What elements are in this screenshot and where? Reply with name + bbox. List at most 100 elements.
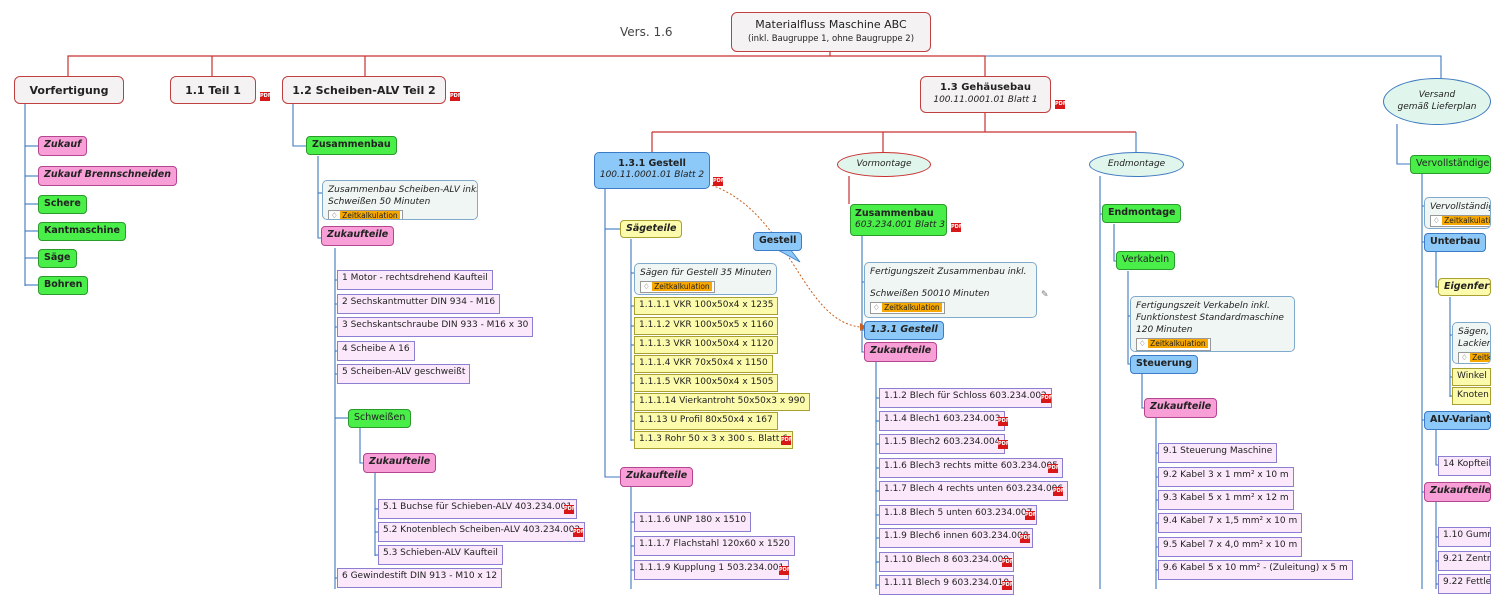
- teil2-sub-zukaufteile-node[interactable]: Zukaufteile: [363, 453, 437, 473]
- list-item[interactable]: 9.21 Zentral: [1438, 551, 1491, 571]
- list-item[interactable]: 1.1.2 Blech für Schloss 603.234.002: [879, 388, 1052, 408]
- pdf-icon[interactable]: PDF: [260, 92, 272, 101]
- list-item[interactable]: 1.1.6 Blech3 rechts mitte 603.234.005: [879, 458, 1063, 478]
- zeitkalkulation-tag[interactable]: ♢ Zeitkalkulation: [1458, 352, 1490, 363]
- list-item[interactable]: 9.1 Steuerung Maschine: [1158, 443, 1278, 463]
- pdf-icon[interactable]: PDF: [998, 417, 1010, 426]
- list-item[interactable]: 9.4 Kabel 7 x 1,5 mm² x 10 m: [1158, 513, 1303, 533]
- teil2-zukaufteile-node[interactable]: Zukaufteile: [321, 226, 395, 246]
- list-item[interactable]: 5.3 Schieben-ALV Kaufteil: [378, 545, 503, 565]
- list-item[interactable]: 1.1.1.14 Vierkantroht 50x50x3 x 990: [634, 393, 811, 411]
- pdf-icon[interactable]: PDF: [1041, 394, 1053, 403]
- vormontage-node[interactable]: Vormontage: [837, 152, 931, 177]
- list-item[interactable]: 1.1.1.3 VKR 100x50x4 x 1120: [634, 336, 779, 354]
- pdf-icon[interactable]: PDF: [713, 177, 725, 186]
- alv-variante-node[interactable]: ALV-Variante: [1424, 411, 1491, 430]
- zeitkalkulation-tag[interactable]: ♢ Zeitkalkulation: [1430, 215, 1490, 228]
- gehaeusebau-node[interactable]: 1.3 Gehäusebau 100.11.0001.01 Blatt 1: [920, 76, 1051, 113]
- list-item[interactable]: 1.10 Gumm: [1438, 527, 1491, 547]
- list-item[interactable]: 9.2 Kabel 3 x 1 mm² x 10 m: [1158, 467, 1294, 487]
- endmontage-step-node[interactable]: Endmontage: [1102, 204, 1182, 223]
- list-item[interactable]: 14 Kopfteil: [1438, 456, 1491, 476]
- list-item[interactable]: 1.1.1.5 VKR 100x50x4 x 1505: [634, 374, 779, 392]
- verkabeln-node[interactable]: Verkabeln: [1116, 251, 1176, 270]
- teil1-node[interactable]: 1.1 Teil 1: [170, 76, 256, 104]
- bohren-node[interactable]: Bohren: [38, 276, 89, 295]
- list-item[interactable]: 6 Gewindestift DIN 913 - M10 x 12: [337, 568, 503, 588]
- gestell-callout[interactable]: Gestell: [753, 232, 803, 251]
- pdf-icon[interactable]: PDF: [1020, 534, 1032, 543]
- vormontage-zukaufteile-node[interactable]: Zukaufteile: [864, 342, 938, 362]
- pdf-icon[interactable]: PDF: [779, 566, 791, 575]
- versand-zukaufteile-node[interactable]: Zukaufteile: [1424, 482, 1491, 502]
- list-item[interactable]: 9.3 Kabel 5 x 1 mm² x 12 m: [1158, 490, 1294, 510]
- root-node[interactable]: Materialfluss Maschine ABC (inkl. Baugru…: [731, 12, 931, 52]
- list-item[interactable]: 5.1 Buchse für Schieben-ALV 403.234.001: [378, 499, 578, 519]
- list-item[interactable]: 1 Motor - rechtsdrehend Kaufteil: [337, 270, 493, 290]
- gestell-node[interactable]: 1.3.1 Gestell 100.11.0001.01 Blatt 2: [594, 152, 710, 189]
- pdf-icon[interactable]: PDF: [1055, 100, 1067, 109]
- vervollstaendigen-node[interactable]: Vervollständigen: [1410, 155, 1491, 174]
- list-item[interactable]: 1.1.1.1 VKR 100x50x4 x 1235: [634, 297, 779, 315]
- pdf-icon[interactable]: PDF: [1002, 581, 1014, 590]
- list-item[interactable]: 9.22 Fettleit: [1438, 574, 1491, 594]
- schweissen-node[interactable]: Schweißen: [348, 409, 412, 428]
- list-item[interactable]: Winkel: [1452, 368, 1491, 386]
- list-item[interactable]: 1.1.5 Blech2 603.234.004: [879, 434, 1006, 454]
- pdf-icon[interactable]: PDF: [564, 505, 576, 514]
- pdf-icon[interactable]: PDF: [1053, 487, 1065, 496]
- pdf-icon[interactable]: PDF: [998, 440, 1010, 449]
- teil2-node[interactable]: 1.2 Scheiben-ALV Teil 2: [282, 76, 446, 104]
- zeitkalkulation-tag[interactable]: ♢ Zeitkalkulation: [1136, 338, 1211, 351]
- list-item[interactable]: 9.6 Kabel 5 x 10 mm² - (Zuleitung) x 5 m: [1158, 560, 1353, 580]
- list-item[interactable]: 3 Sechskantschraube DIN 933 - M16 x 30: [337, 317, 534, 337]
- list-item[interactable]: Knoten: [1452, 387, 1491, 405]
- list-item[interactable]: 4 Scheibe A 16: [337, 341, 415, 361]
- eigenfertigung-node[interactable]: Eigenfertig: [1438, 278, 1491, 296]
- pdf-icon[interactable]: PDF: [781, 436, 793, 445]
- zukauf-node[interactable]: Zukauf: [38, 136, 88, 156]
- zeitkalkulation-tag[interactable]: ♢ Zeitkalkulation: [640, 281, 715, 294]
- list-item[interactable]: 2 Sechskantmutter DIN 934 - M16: [337, 294, 501, 314]
- list-item[interactable]: 1.1.11 Blech 9 603.234.010: [879, 575, 1015, 595]
- list-item[interactable]: 1.1.13 U Profil 80x50x4 x 167: [634, 412, 778, 430]
- vorfertigung-node[interactable]: Vorfertigung: [14, 76, 124, 104]
- list-item[interactable]: 1.1.7 Blech 4 rechts unten 603.234.006: [879, 481, 1069, 501]
- pdf-icon[interactable]: PDF: [1048, 464, 1060, 473]
- list-item[interactable]: 1.1.1.7 Flachstahl 120x60 x 1520: [634, 536, 795, 556]
- list-item[interactable]: 1.1.1.4 VKR 70x50x4 x 1150: [634, 355, 773, 373]
- list-item[interactable]: 1.1.3 Rohr 50 x 3 x 300 s. Blatt 6: [634, 431, 793, 449]
- unterbau-node[interactable]: Unterbau: [1424, 233, 1487, 252]
- saegeteile-node[interactable]: Sägeteile: [620, 220, 683, 238]
- list-item[interactable]: 1.1.1.6 UNP 180 x 1510: [634, 512, 752, 532]
- pdf-icon[interactable]: PDF: [573, 528, 585, 537]
- list-item[interactable]: 1.1.1.9 Kupplung 1 503.234.001: [634, 560, 790, 580]
- list-item[interactable]: 1.1.1.2 VKR 100x50x5 x 1160: [634, 317, 779, 335]
- note-edit-icon[interactable]: ✎: [1041, 290, 1049, 300]
- gestell-zukaufteile-node[interactable]: Zukaufteile: [620, 467, 694, 487]
- list-item[interactable]: 1.1.4 Blech1 603.234.003: [879, 411, 1006, 431]
- teil2-zusammenbau-node[interactable]: Zusammenbau: [306, 136, 397, 155]
- pdf-icon[interactable]: PDF: [1002, 558, 1014, 567]
- endmontage-zukaufteile-node[interactable]: Zukaufteile: [1144, 398, 1218, 418]
- versand-node[interactable]: Versand gemäß Lieferplan: [1383, 78, 1491, 125]
- zeitkalkulation-tag[interactable]: ♢ Zeitkalkulation: [328, 210, 403, 219]
- kantmaschine-node[interactable]: Kantmaschine: [38, 222, 126, 241]
- gestell-reference-node[interactable]: 1.3.1 Gestell: [864, 321, 944, 340]
- zukauf-brennschneiden-node[interactable]: Zukauf Brennschneiden: [38, 166, 177, 186]
- vormontage-zusammenbau-node[interactable]: Zusammenbau 603.234.001 Blatt 3: [850, 204, 947, 236]
- list-item[interactable]: 5 Scheiben-ALV geschweißt: [337, 364, 471, 384]
- zeitkalkulation-tag[interactable]: ♢ Zeitkalkulation: [870, 302, 945, 315]
- list-item[interactable]: 1.1.10 Blech 8 603.234.009: [879, 552, 1015, 572]
- endmontage-node[interactable]: Endmontage: [1089, 152, 1184, 177]
- pdf-icon[interactable]: PDF: [450, 92, 462, 101]
- list-item[interactable]: 1.1.8 Blech 5 unten 603.234.007: [879, 505, 1038, 525]
- list-item[interactable]: 1.1.9 Blech6 innen 603.234.008: [879, 528, 1034, 548]
- pdf-icon[interactable]: PDF: [1025, 511, 1037, 520]
- pdf-icon[interactable]: PDF: [951, 223, 963, 232]
- steuerung-node[interactable]: Steuerung: [1130, 355, 1199, 374]
- list-item[interactable]: 5.2 Knotenblech Scheiben-ALV 403.234.002: [378, 522, 586, 542]
- list-item[interactable]: 9.5 Kabel 7 x 4,0 mm² x 10 m: [1158, 537, 1303, 557]
- schere-node[interactable]: Schere: [38, 195, 87, 214]
- saege-node[interactable]: Säge: [38, 249, 77, 268]
